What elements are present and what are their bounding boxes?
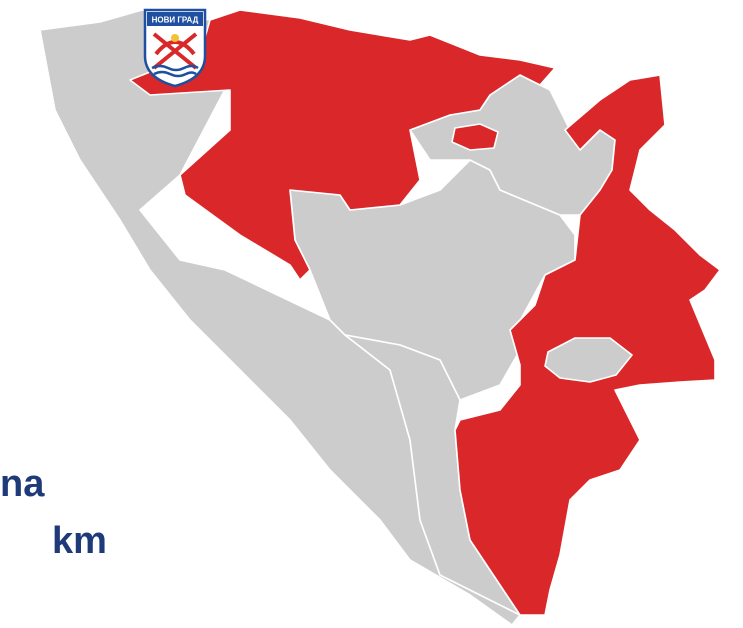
map-region-highlight-north[interactable] bbox=[129, 9, 556, 281]
caption-line-1: na bbox=[0, 463, 45, 505]
map-region-enclave-overlay[interactable] bbox=[544, 337, 633, 383]
caption-line-2: km bbox=[52, 520, 107, 562]
municipality-coat-of-arms-icon: НОВИ ГРАД bbox=[142, 8, 208, 88]
emblem-title: НОВИ ГРАД bbox=[152, 16, 199, 25]
map-region-highlight-island[interactable] bbox=[451, 123, 499, 151]
